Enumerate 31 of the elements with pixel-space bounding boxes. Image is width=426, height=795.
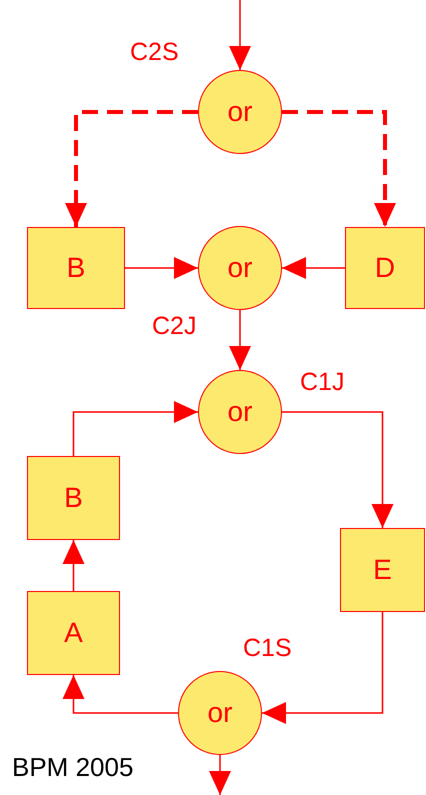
gateway-label: C1J xyxy=(300,370,344,395)
arrow xyxy=(72,401,198,456)
arrow xyxy=(125,257,198,279)
footer-text: BPM 2005 xyxy=(12,754,134,780)
arrow xyxy=(62,540,84,591)
arrow xyxy=(262,612,384,724)
task-box xyxy=(27,227,125,309)
node-label: B xyxy=(66,254,86,282)
task-box xyxy=(27,591,120,675)
node-label: or xyxy=(228,98,252,126)
gateway-label: C1S xyxy=(243,636,292,661)
arrow xyxy=(209,755,231,795)
gateway-label: C2S xyxy=(130,40,179,65)
arrow xyxy=(65,110,198,227)
node-label: or xyxy=(208,699,232,727)
node-label: or xyxy=(228,398,252,426)
arrow xyxy=(229,0,251,70)
node-label: or xyxy=(228,254,252,282)
arrow xyxy=(282,411,394,528)
gateway-label: C2J xyxy=(152,314,196,339)
node-label: A xyxy=(64,619,83,647)
task-box xyxy=(340,528,425,612)
arrow xyxy=(282,110,396,227)
node-label: B xyxy=(64,484,83,512)
arrow xyxy=(62,675,178,714)
task-box xyxy=(345,227,425,309)
node-label: E xyxy=(373,556,392,584)
arrow xyxy=(229,310,251,370)
node-label: D xyxy=(374,254,396,282)
task-box xyxy=(27,456,120,540)
arrow xyxy=(282,257,345,279)
